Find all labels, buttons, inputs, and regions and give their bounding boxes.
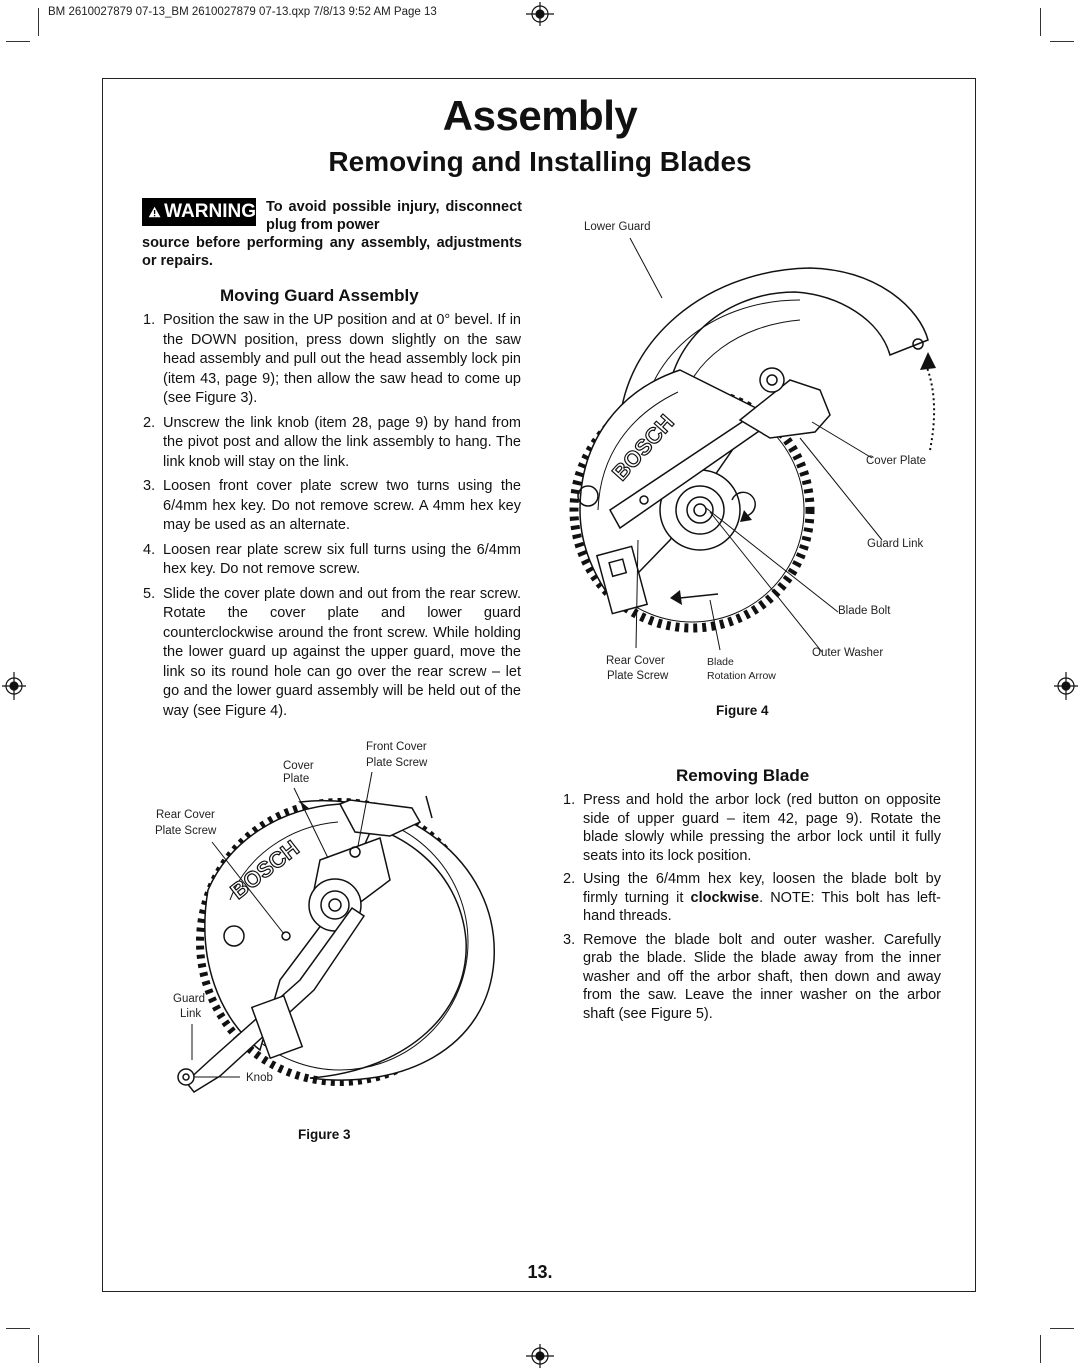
label-blade-bolt: Blade Bolt — [838, 605, 891, 617]
label-cover-plate: Cover Plate — [866, 455, 927, 467]
list-item: 2.Unscrew the link knob (item 28, page 9… — [143, 414, 521, 470]
list-item: 3.Remove the blade bolt and outer washer… — [563, 931, 941, 1022]
label-rear-cover-3: Rear Cover — [156, 809, 215, 821]
list-item: 4.Loosen rear plate screw six full turns… — [143, 541, 521, 578]
label-blade: Blade — [707, 656, 734, 668]
figure-4-illustration: BOSCH — [569, 237, 936, 653]
warning-line-1: To avoid possible injury, disconnect plu… — [266, 199, 522, 233]
section-title: Removing and Installing Blades — [328, 146, 752, 177]
page-frame — [102, 78, 976, 1292]
label-knob: Knob — [246, 1072, 273, 1084]
warning-text: To avoid possible injury, disconnect plu… — [142, 198, 522, 270]
print-slug: BM 2610027879 07-13_BM 2610027879 07-13.… — [48, 6, 437, 18]
label-outer-washer: Outer Washer — [812, 647, 884, 659]
label-plate-screw: Plate Screw — [607, 670, 669, 682]
label-lower-guard: Lower Guard — [584, 221, 651, 233]
label-rear-plate-screw-3: Plate Screw — [155, 825, 217, 837]
label-front-cover: Front Cover — [366, 741, 427, 753]
warning-line-2: source before performing any assembly, a… — [142, 235, 522, 269]
label-front-plate-screw: Plate Screw — [366, 757, 428, 769]
list-item: 2.Using the 6/4mm hex key, loosen the bl… — [563, 871, 941, 924]
figure-4-caption: Figure 4 — [716, 703, 769, 718]
page-title: Assembly — [442, 92, 638, 139]
list-item: 5.Slide the cover plate down and out fro… — [143, 585, 521, 719]
page-number: 13. — [527, 1262, 553, 1282]
warning-badge-label: WARNING — [164, 201, 256, 222]
moving-guard-steps: 1.Position the saw in the UP position an… — [143, 311, 521, 726]
label-rear-cover: Rear Cover — [606, 655, 665, 667]
figure-3-illustration: BOSCH — [177, 771, 495, 1093]
label-plate: Plate — [283, 773, 310, 785]
list-item: 1.Press and hold the arbor lock (red but… — [563, 792, 941, 864]
moving-guard-title: Moving Guard Assembly — [220, 286, 419, 305]
figure-3-caption: Figure 3 — [298, 1127, 351, 1142]
removing-blade-steps: 1.Press and hold the arbor lock (red but… — [563, 791, 941, 1028]
label-rotation-arrow: Rotation Arrow — [707, 670, 776, 682]
warning-triangle-icon — [148, 206, 161, 218]
label-link: Link — [180, 1008, 202, 1020]
warning-badge: WARNING — [142, 198, 256, 226]
list-item: 1.Position the saw in the UP position an… — [143, 312, 521, 406]
list-item: 3.Loosen front cover plate screw two tur… — [143, 478, 521, 533]
label-guard: Guard — [173, 993, 205, 1005]
label-cover: Cover — [283, 760, 314, 772]
removing-blade-title: Removing Blade — [676, 766, 810, 785]
label-guard-link: Guard Link — [867, 538, 924, 550]
